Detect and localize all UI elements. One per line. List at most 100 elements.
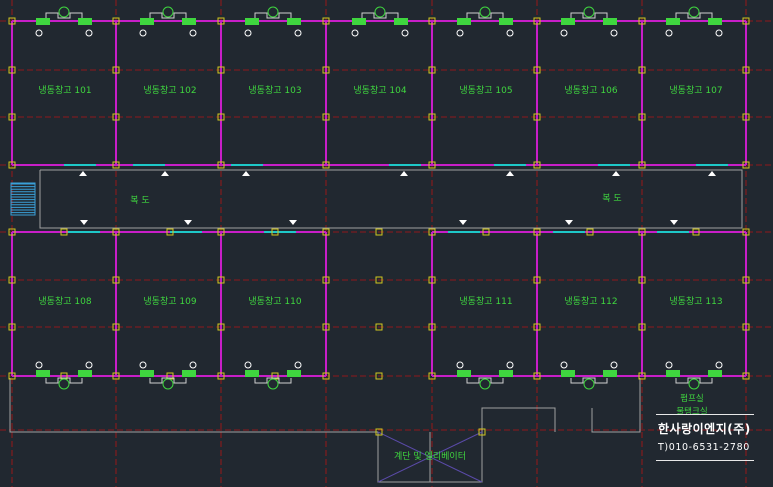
column [428, 17, 436, 25]
stair-hatch [10, 182, 36, 216]
column [322, 66, 330, 74]
drain-symbol [665, 29, 673, 37]
room-label-103: 냉동창고 103 [248, 85, 301, 96]
column [428, 372, 436, 380]
evaporator-unit [457, 18, 471, 25]
stair-box [10, 182, 36, 216]
column [375, 228, 383, 236]
room-label-104: 냉동창고 104 [353, 85, 406, 96]
column [533, 323, 541, 331]
column [638, 113, 646, 121]
column [112, 323, 120, 331]
door-arrow-down [670, 220, 678, 225]
column [428, 66, 436, 74]
evaporator-unit [708, 370, 722, 377]
duct-outline [45, 12, 83, 19]
duct-outline [149, 12, 187, 19]
stair-core-outline [481, 407, 556, 432]
column [8, 161, 16, 169]
column [692, 228, 700, 236]
drain-symbol [401, 29, 409, 37]
fan-symbol [374, 6, 386, 18]
door-arrow-down [289, 220, 297, 225]
evaporator-unit [182, 370, 196, 377]
duct-outline [570, 12, 608, 19]
company-phone: T)010-6531-2780 [658, 442, 750, 453]
evaporator-unit [182, 18, 196, 25]
column [742, 323, 750, 331]
room-label-111: 냉동창고 111 [459, 296, 512, 307]
evaporator-unit [245, 370, 259, 377]
column [428, 113, 436, 121]
column [322, 17, 330, 25]
drain-symbol [85, 361, 93, 369]
column [428, 323, 436, 331]
column [8, 66, 16, 74]
evaporator-unit [36, 18, 50, 25]
corridor-outline [39, 169, 743, 229]
evaporator-unit [352, 18, 366, 25]
column [742, 66, 750, 74]
evaporator-unit [561, 370, 575, 377]
column [217, 161, 225, 169]
fan-symbol [688, 378, 700, 390]
stair-elevator-label: 계단 및 엘리베이터 [394, 450, 466, 462]
pump-room-outline [591, 378, 641, 433]
door-arrow-down [184, 220, 192, 225]
column [60, 228, 68, 236]
corridor-label-left: 복 도 [130, 195, 149, 206]
column [638, 66, 646, 74]
column [322, 372, 330, 380]
evaporator-unit [78, 370, 92, 377]
drain-symbol [85, 29, 93, 37]
fan-symbol [162, 6, 174, 18]
door-arrow-down [459, 220, 467, 225]
column [533, 228, 541, 236]
evaporator-unit [499, 18, 513, 25]
column [375, 276, 383, 284]
drain-symbol [189, 361, 197, 369]
evaporator-unit [140, 18, 154, 25]
drain-symbol [35, 361, 43, 369]
fan-symbol [267, 378, 279, 390]
door-arrow-up [612, 171, 620, 176]
door-arrow-up [400, 171, 408, 176]
column [638, 276, 646, 284]
column [586, 228, 594, 236]
evaporator-unit [287, 18, 301, 25]
column [8, 276, 16, 284]
room-label-108: 냉동창고 108 [38, 296, 91, 307]
duct-outline [361, 12, 399, 19]
column [166, 228, 174, 236]
drain-symbol [715, 29, 723, 37]
duct-outline [149, 377, 187, 384]
column [742, 113, 750, 121]
door-arrow-up [161, 171, 169, 176]
column [638, 372, 646, 380]
column [8, 372, 16, 380]
lower-left-outline [9, 378, 378, 433]
drain-symbol [456, 361, 464, 369]
column [533, 276, 541, 284]
drain-symbol [456, 29, 464, 37]
column [638, 161, 646, 169]
fan-symbol [479, 378, 491, 390]
evaporator-unit [457, 370, 471, 377]
column [428, 161, 436, 169]
column [8, 228, 16, 236]
duct-outline [570, 377, 608, 384]
column [112, 66, 120, 74]
fan-symbol [58, 6, 70, 18]
drain-symbol [715, 361, 723, 369]
drain-symbol [560, 361, 568, 369]
drain-symbol [244, 361, 252, 369]
column [533, 372, 541, 380]
room-label-110: 냉동창고 110 [248, 296, 301, 307]
column [742, 372, 750, 380]
column [322, 228, 330, 236]
title-block-top-rule [656, 414, 754, 415]
column [533, 161, 541, 169]
evaporator-unit [603, 18, 617, 25]
duct-outline [254, 377, 292, 384]
